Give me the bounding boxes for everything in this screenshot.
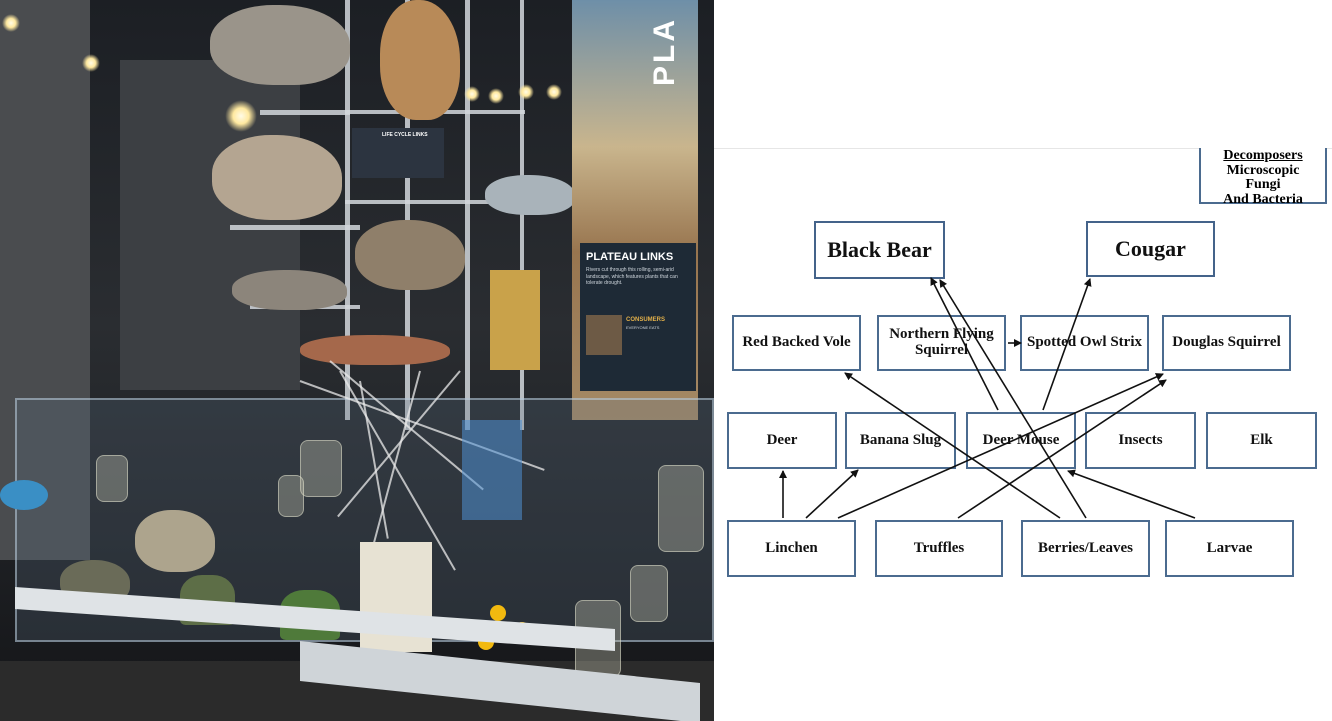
node-black-bear: Black Bear <box>814 221 945 279</box>
flower <box>490 605 506 621</box>
decomposers-line: And Bacteria <box>1223 192 1303 208</box>
node-elk: Elk <box>1206 412 1317 469</box>
scaffold-pipe <box>345 0 350 420</box>
blue-dish <box>0 480 48 510</box>
decomposers-line: Microscopic <box>1226 162 1300 178</box>
node-linchen: Linchen <box>727 520 856 577</box>
node-larvae: Larvae <box>1165 520 1294 577</box>
reflection-blue <box>462 420 522 520</box>
specimen-jar <box>658 465 704 552</box>
decomposers-box: Decomposers Microscopic Fungi And Bacter… <box>1199 148 1327 207</box>
plateau-links-panel: PLATEAU LINKS Rivers cut through this ro… <box>580 243 696 391</box>
node-douglas-squirrel: Douglas Squirrel <box>1162 315 1291 371</box>
spotlight <box>225 100 257 132</box>
spotlight <box>546 84 562 100</box>
sturgeon-specimen <box>485 175 575 215</box>
specimen-jar <box>300 440 342 497</box>
specimen-jar <box>96 455 128 502</box>
banner-title: PLA <box>648 17 681 86</box>
node-insects: Insects <box>1085 412 1196 469</box>
spotlight <box>518 84 534 100</box>
decomposers-line: Fungi <box>1245 177 1281 193</box>
display-shelf <box>230 225 360 230</box>
node-northern-flying-squirrel: Northern Flying Squirrel <box>877 315 1006 371</box>
consumers-title: CONSUMERS <box>626 317 666 323</box>
panel-title: PLATEAU LINKS <box>586 251 674 263</box>
scaffold-pipe <box>345 200 525 204</box>
node-cougar: Cougar <box>1086 221 1215 277</box>
page-divider <box>714 148 1332 149</box>
info-panel-yellow <box>490 270 540 370</box>
node-deer-mouse: Deer Mouse <box>966 412 1076 469</box>
specimen-jar <box>278 475 304 517</box>
consumers-subtitle: EVERYONE EATS <box>626 325 660 330</box>
lynx-specimen <box>212 135 342 220</box>
small-panel-title: LIFE CYCLE LINKS <box>382 132 428 138</box>
decomposers-title: Decomposers <box>1223 148 1303 163</box>
life-cycle-panel: LIFE CYCLE LINKS <box>352 128 444 178</box>
specimen-jar <box>630 565 668 622</box>
spotlight <box>464 86 480 102</box>
spotlight <box>82 54 100 72</box>
scaffold-pipe <box>465 0 470 430</box>
salmon-specimen <box>300 335 450 365</box>
bighorn-sheep-specimen <box>355 220 465 290</box>
display-shelf <box>260 110 350 115</box>
panel-photo <box>586 315 622 355</box>
node-deer: Deer <box>727 412 837 469</box>
node-red-backed-vole: Red Backed Vole <box>732 315 861 371</box>
spotlight <box>488 88 504 104</box>
node-truffles: Truffles <box>875 520 1003 577</box>
scaffold-pipe <box>520 0 524 430</box>
node-banana-slug: Banana Slug <box>845 412 956 469</box>
rock-specimen <box>135 510 215 572</box>
bear-specimen <box>380 0 460 120</box>
node-spotted-owl: Spotted Owl Strix <box>1020 315 1149 371</box>
museum-exhibit-photo: PLA PLATEAU LINKS Rivers cut through thi… <box>0 0 714 721</box>
panel-body: Rivers cut through this rolling, semi-ar… <box>586 267 678 286</box>
wolf-specimen <box>210 5 350 85</box>
badger-specimen <box>232 270 347 310</box>
spotlight <box>2 14 20 32</box>
scaffold-pipe <box>405 0 410 430</box>
node-berries-leaves: Berries/Leaves <box>1021 520 1150 577</box>
